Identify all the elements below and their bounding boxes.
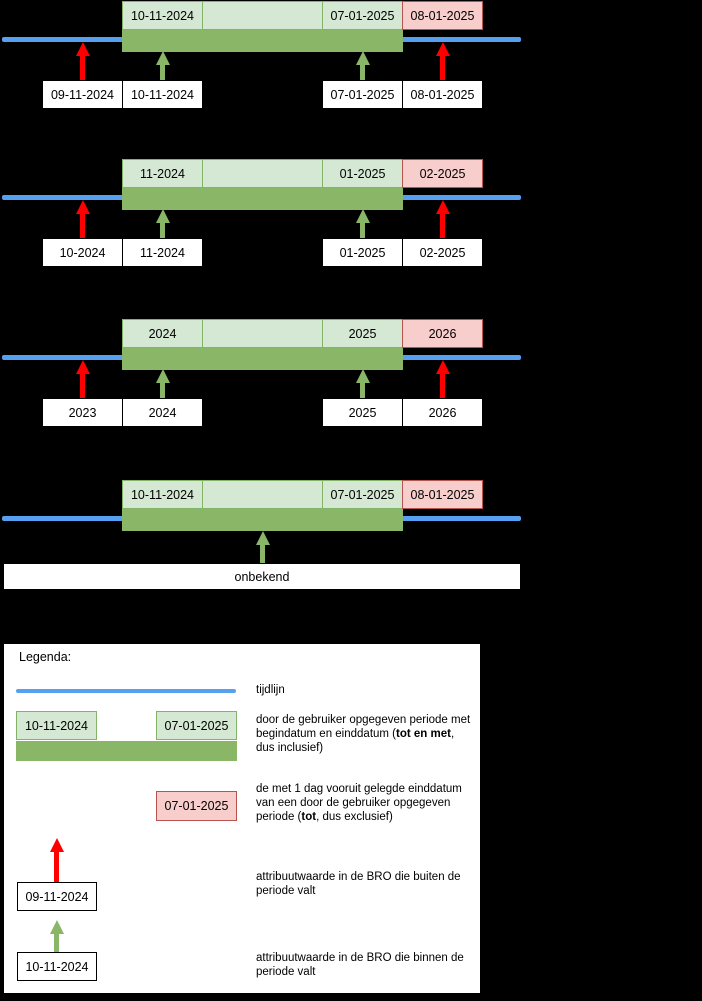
bro-value-box: 2026 bbox=[402, 398, 483, 427]
timeline-days: 10-11-2024 07-01-2025 08-01-2025 09-11-2… bbox=[0, 1, 702, 113]
period-end-box: 01-2025 bbox=[322, 159, 403, 188]
period-end-box: 07-01-2025 bbox=[322, 480, 403, 509]
period-begin-box: 10-11-2024 bbox=[122, 480, 203, 509]
legend-excluded-text-pre: de met 1 dag vooruit gelegde einddatum v… bbox=[256, 783, 462, 823]
legend-period-description: door de gebruiker opgegeven periode met … bbox=[256, 713, 474, 755]
period-bar bbox=[122, 188, 403, 210]
outside-period-arrow bbox=[435, 200, 450, 238]
timeline-years: 2024 2025 2026 2023 2024 2025 2026 bbox=[0, 319, 702, 431]
legend-period-begin-box: 10-11-2024 bbox=[16, 711, 97, 740]
bro-value-box: 02-2025 bbox=[402, 238, 483, 267]
bro-value-box: 09-11-2024 bbox=[42, 80, 123, 109]
outside-period-arrow bbox=[75, 200, 90, 238]
legend-period-end-box: 07-01-2025 bbox=[156, 711, 237, 740]
period-excluded-box: 02-2025 bbox=[402, 159, 483, 188]
bro-value-box: 2023 bbox=[42, 398, 123, 427]
outside-period-arrow bbox=[435, 360, 450, 398]
inside-period-arrow bbox=[155, 209, 170, 238]
bro-value-box: 2024 bbox=[122, 398, 203, 427]
bro-value-box: 01-2025 bbox=[322, 238, 403, 267]
bro-value-box: 2025 bbox=[322, 398, 403, 427]
inside-period-arrow bbox=[255, 531, 270, 563]
period-begin-box: 11-2024 bbox=[122, 159, 203, 188]
legend-excluded-text-post: , dus exclusief) bbox=[316, 811, 393, 823]
legend-outside-value-box: 09-11-2024 bbox=[17, 882, 97, 911]
period-middle-box bbox=[202, 480, 323, 509]
legend-period-text-bold: tot en met bbox=[396, 728, 451, 740]
legend-period-text-pre: door de gebruiker opgegeven periode met … bbox=[256, 714, 471, 740]
legend-inside-description: attribuutwaarde in de BRO die binnen de … bbox=[256, 952, 464, 978]
bro-value-box: 10-2024 bbox=[42, 238, 123, 267]
period-end-box: 2025 bbox=[322, 319, 403, 348]
period-bar bbox=[122, 30, 403, 52]
bro-value-box: 07-01-2025 bbox=[322, 80, 403, 109]
period-excluded-box: 08-01-2025 bbox=[402, 1, 483, 30]
legend-outside-period-arrow bbox=[49, 838, 64, 882]
period-excluded-box: 2026 bbox=[402, 319, 483, 348]
bro-value-box: 08-01-2025 bbox=[402, 80, 483, 109]
period-middle-box bbox=[202, 159, 323, 188]
inside-period-arrow bbox=[355, 209, 370, 238]
legend-outside-description: attribuutwaarde in de BRO die buiten de … bbox=[256, 871, 461, 897]
legend-timeline-line bbox=[16, 689, 236, 693]
inside-period-arrow bbox=[155, 51, 170, 80]
period-excluded-box: 08-01-2025 bbox=[402, 480, 483, 509]
period-middle-box bbox=[202, 1, 323, 30]
legend-inside-period-arrow bbox=[49, 920, 64, 952]
bro-value-box: 10-11-2024 bbox=[122, 80, 203, 109]
bro-value-box-unknown: onbekend bbox=[3, 563, 521, 590]
inside-period-arrow bbox=[355, 51, 370, 80]
legend-title: Legenda: bbox=[19, 650, 72, 664]
legend-period-text-post: , dus inclusief) bbox=[256, 728, 455, 754]
timeline-months: 11-2024 01-2025 02-2025 10-2024 11-2024 … bbox=[0, 159, 702, 271]
outside-period-arrow bbox=[75, 42, 90, 80]
bro-value-box: 11-2024 bbox=[122, 238, 203, 267]
legend-period-bar bbox=[16, 741, 237, 761]
outside-period-arrow bbox=[435, 42, 450, 80]
period-bar bbox=[122, 509, 403, 531]
period-begin-box: 10-11-2024 bbox=[122, 1, 203, 30]
legend-panel: Legenda: tijdlijn 10-11-2024 07-01-2025 … bbox=[3, 643, 481, 994]
period-middle-box bbox=[202, 319, 323, 348]
period-bar bbox=[122, 348, 403, 370]
legend-excluded-box: 07-01-2025 bbox=[156, 791, 237, 821]
period-begin-box: 2024 bbox=[122, 319, 203, 348]
timeline-unknown: 10-11-2024 07-01-2025 08-01-2025 onbeken… bbox=[0, 480, 702, 592]
legend-excluded-text-bold: tot bbox=[301, 811, 317, 823]
inside-period-arrow bbox=[355, 369, 370, 398]
legend-excluded-description: de met 1 dag vooruit gelegde einddatum v… bbox=[256, 782, 474, 824]
legend-timeline-label: tijdlijn bbox=[256, 684, 285, 696]
outside-period-arrow bbox=[75, 360, 90, 398]
legend-inside-value-box: 10-11-2024 bbox=[17, 952, 97, 981]
inside-period-arrow bbox=[155, 369, 170, 398]
period-end-box: 07-01-2025 bbox=[322, 1, 403, 30]
